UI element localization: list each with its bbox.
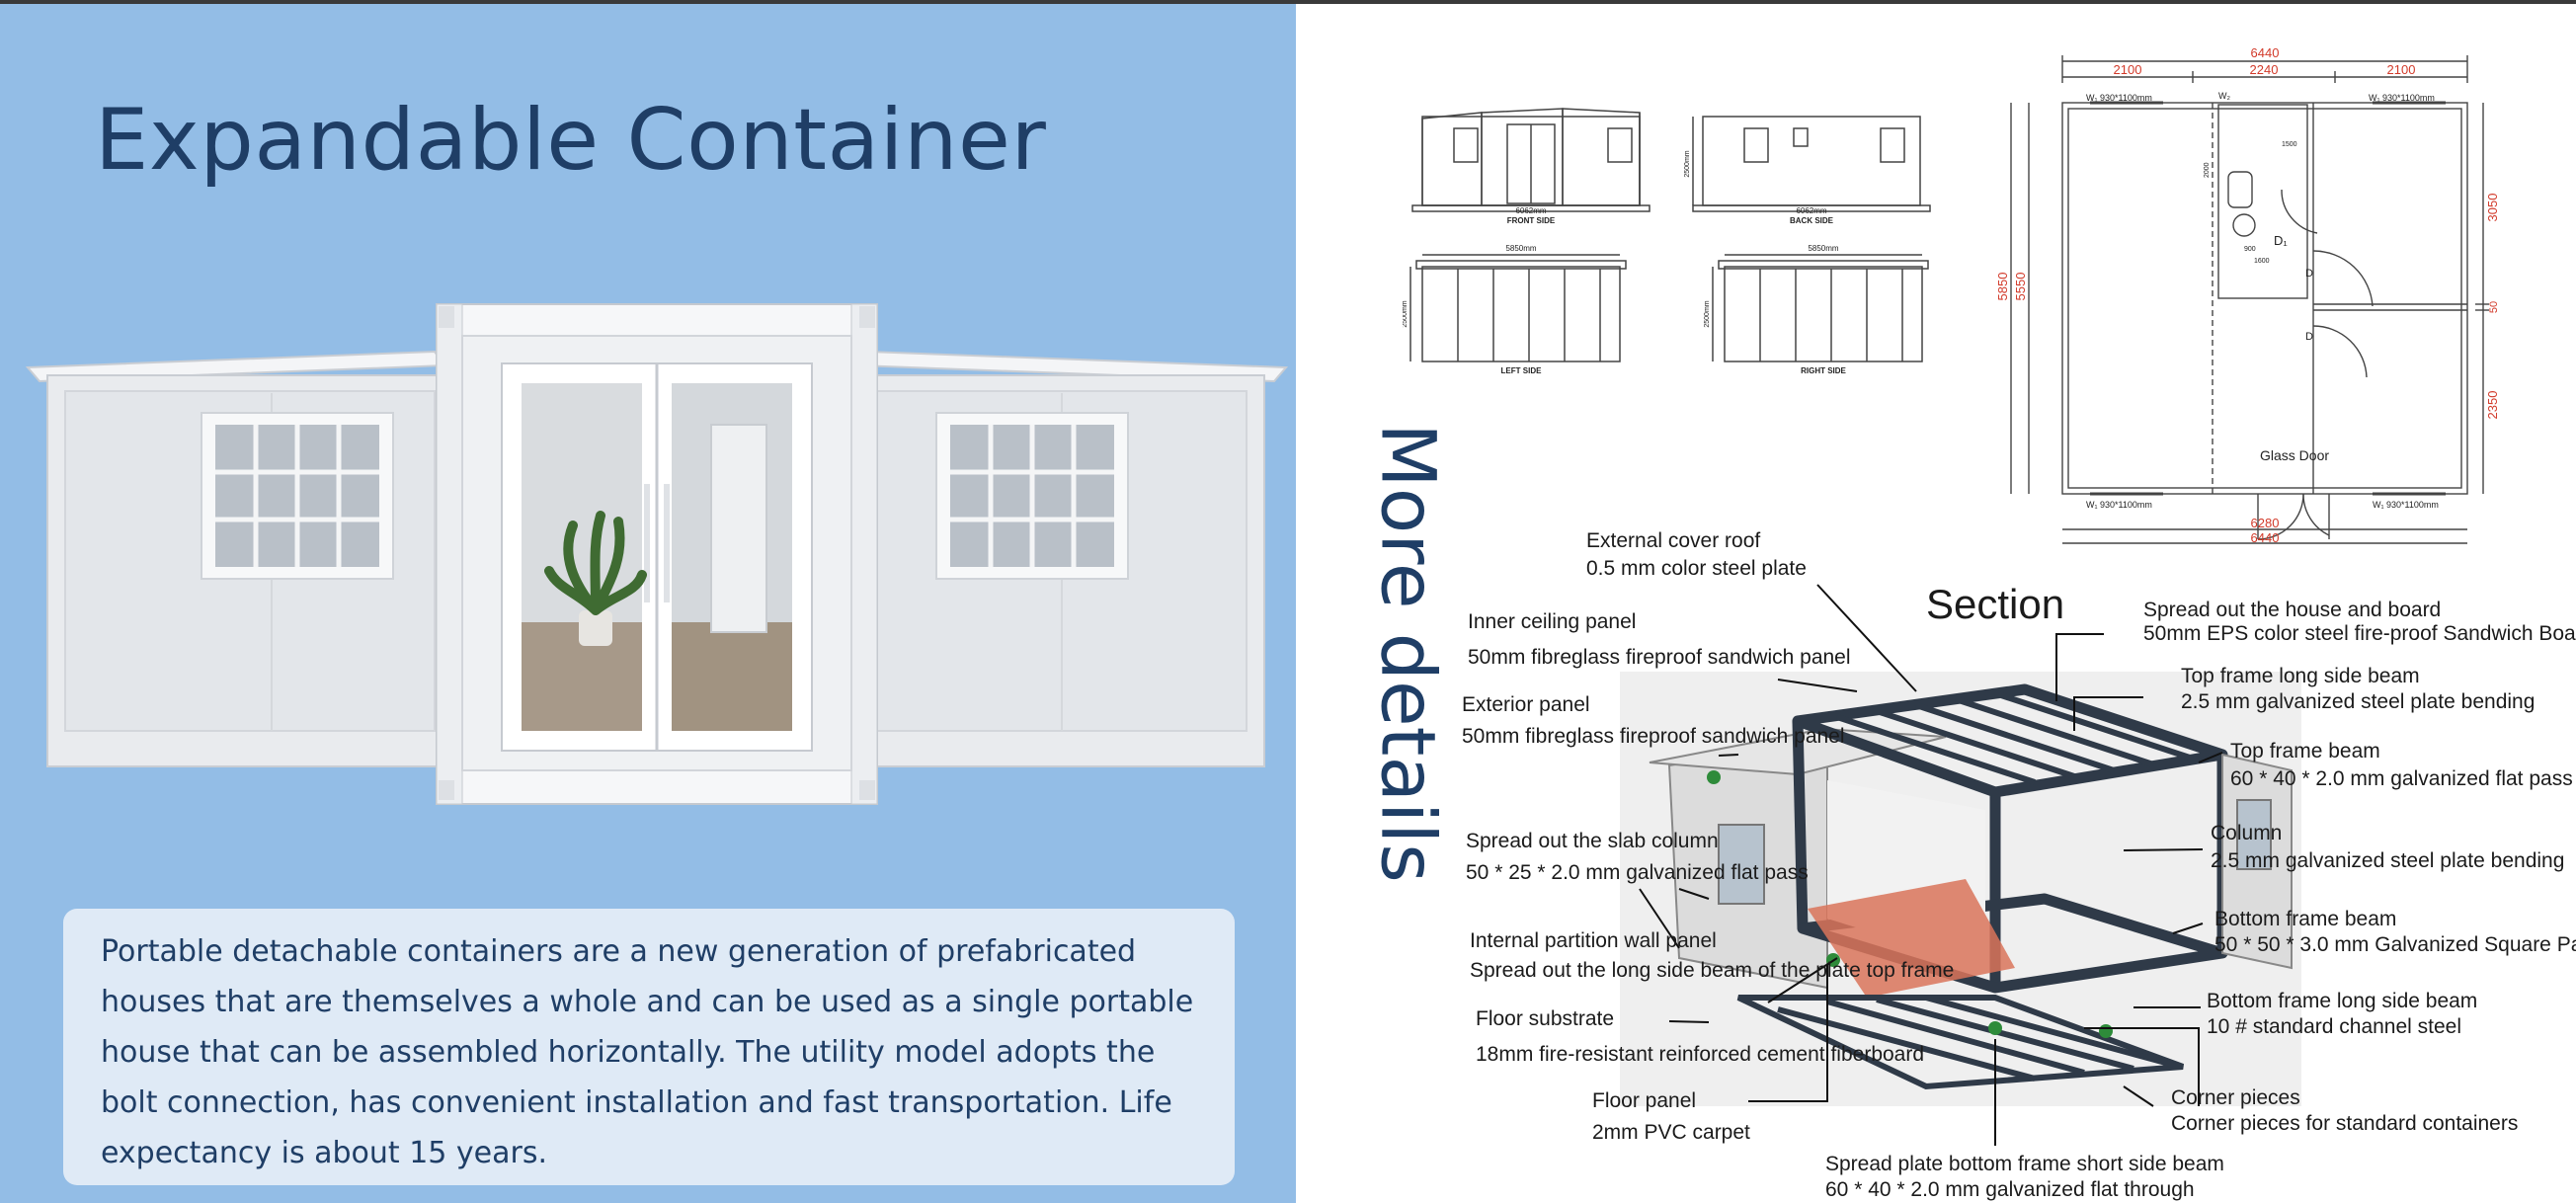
front-label: FRONT SIDE — [1507, 216, 1556, 225]
container-photo — [25, 303, 1289, 805]
plan-total-top: 6440 — [2251, 45, 2280, 60]
plan-bath-dim-d: 1600 — [2254, 258, 2270, 265]
plan-bath-dim-a: 1500 — [2282, 141, 2297, 148]
left-label: LEFT SIDE — [1501, 366, 1543, 375]
plan-right-top: 3050 — [2485, 194, 2500, 222]
plan-seg-left: 2100 — [2114, 62, 2142, 77]
top-border — [0, 0, 2576, 4]
section-drawing — [1620, 672, 2301, 1106]
plan-bath-dim-c: 900 — [2244, 246, 2256, 253]
right-label: RIGHT SIDE — [1801, 366, 1846, 375]
plan-height-inner: 5550 — [2013, 273, 2028, 301]
product-description: Portable detachable containers are a new… — [63, 909, 1235, 1185]
back-height: 2500mm — [1684, 150, 1691, 177]
section-title: Section — [1926, 581, 2065, 627]
plan-bottom-inner: 6280 — [2251, 516, 2280, 530]
left-height: 2500mm — [1403, 300, 1409, 327]
plan-height-outer: 5850 — [1995, 273, 2010, 301]
back-label: BACK SIDE — [1790, 216, 1834, 225]
left-dim: 5850mm — [1505, 244, 1536, 253]
floor-plan: 6440 2100 2240 2100 6280 6440 5850 5550 … — [1995, 45, 2500, 545]
plan-right-mid: 50 — [2488, 301, 2500, 313]
right-height: 2500mm — [1704, 300, 1711, 327]
page-title: Expandable Container — [95, 91, 1047, 190]
plan-door-d1: D₁ — [2274, 233, 2288, 248]
plan-glass-door: Glass Door — [2260, 447, 2329, 463]
plan-door-d-b: D — [2305, 331, 2313, 343]
plan-bottom-total: 6440 — [2251, 530, 2280, 545]
plan-window-bl: W₁ 930*1100mm — [2086, 500, 2152, 510]
front-dim: 6062mm — [1515, 206, 1546, 215]
elevation-drawings: 6062mm FRONT SIDE 6062mm BACK SIDE 2500m… — [1403, 108, 1931, 375]
plan-window-br: W₁ 930*1100mm — [2373, 500, 2439, 510]
plan-window-tr: W₁ 930*1100mm — [2369, 93, 2435, 103]
plan-seg-right: 2100 — [2387, 62, 2416, 77]
back-dim: 6062mm — [1796, 206, 1826, 215]
plan-door-d-a: D — [2305, 268, 2313, 280]
plan-window-bath: W₂ — [2218, 91, 2230, 101]
right-dim: 5850mm — [1808, 244, 1838, 253]
plan-seg-mid: 2240 — [2250, 62, 2279, 77]
plan-right-bot: 2350 — [2485, 391, 2500, 420]
callout-spread-short-beam: Spread plate bottom frame short side bea… — [1825, 1153, 2224, 1201]
plan-window-tl: W₁ 930*1100mm — [2086, 93, 2152, 103]
plan-bath-dim-b: 2000 — [2204, 162, 2211, 178]
